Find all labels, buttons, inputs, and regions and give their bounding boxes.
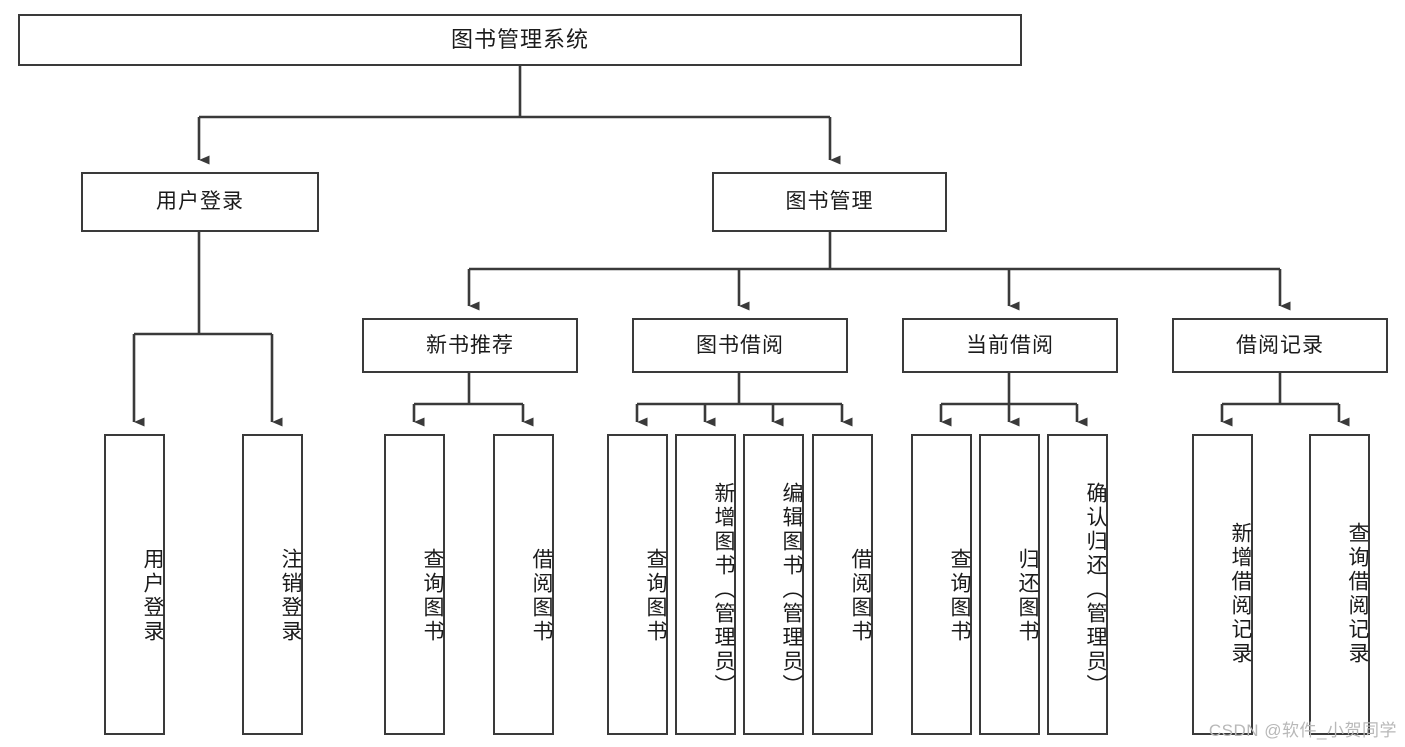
leaf-query-record[interactable]: 查询借阅记录: [1309, 434, 1370, 735]
leaf-query-book-3[interactable]: 查询图书: [911, 434, 972, 735]
leaf-confirm-return-label: 确认归还（管理员）: [1084, 481, 1107, 698]
leaf-add-record-label: 新增借阅记录: [1229, 521, 1252, 666]
leaf-edit-book-label: 编辑图书（管理员）: [780, 481, 803, 698]
leaf-confirm-return[interactable]: 确认归还（管理员）: [1047, 434, 1108, 735]
leaf-return-book-label: 归还图书: [1016, 547, 1039, 644]
leaf-user-login[interactable]: 用户登录: [104, 434, 165, 735]
node-book-manage-label: 图书管理: [785, 190, 874, 214]
leaf-query-book-2[interactable]: 查询图书: [607, 434, 668, 735]
node-borrow-record-label: 借阅记录: [1236, 333, 1324, 357]
leaf-add-book-label: 新增图书（管理员）: [712, 481, 735, 698]
leaf-borrow-book-1[interactable]: 借阅图书: [493, 434, 554, 735]
leaf-query-book-1-label: 查询图书: [421, 547, 444, 644]
node-user-login[interactable]: 用户登录: [81, 172, 319, 232]
node-book-borrow[interactable]: 图书借阅: [632, 318, 848, 373]
node-book-borrow-label: 图书借阅: [696, 333, 784, 357]
leaf-add-record[interactable]: 新增借阅记录: [1192, 434, 1253, 735]
leaf-borrow-book-1-label: 借阅图书: [530, 547, 553, 644]
leaf-logout[interactable]: 注销登录: [242, 434, 303, 735]
leaf-query-book-1[interactable]: 查询图书: [384, 434, 445, 735]
leaf-edit-book[interactable]: 编辑图书（管理员）: [743, 434, 804, 735]
watermark: CSDN @软件_小贺同学: [1208, 721, 1397, 740]
leaf-add-book[interactable]: 新增图书（管理员）: [675, 434, 736, 735]
leaf-user-login-label: 用户登录: [141, 547, 164, 644]
leaf-borrow-book-2[interactable]: 借阅图书: [812, 434, 873, 735]
node-root[interactable]: 图书管理系统: [18, 14, 1022, 66]
leaf-query-book-3-label: 查询图书: [948, 547, 971, 644]
node-book-manage[interactable]: 图书管理: [712, 172, 947, 232]
node-root-label: 图书管理系统: [450, 26, 589, 52]
leaf-query-book-2-label: 查询图书: [644, 547, 667, 644]
leaf-borrow-book-2-label: 借阅图书: [849, 547, 872, 644]
leaf-logout-label: 注销登录: [279, 547, 302, 644]
node-current-borrow[interactable]: 当前借阅: [902, 318, 1118, 373]
leaf-return-book[interactable]: 归还图书: [979, 434, 1040, 735]
node-new-book-recommend[interactable]: 新书推荐: [362, 318, 578, 373]
leaf-query-record-label: 查询借阅记录: [1346, 521, 1369, 666]
node-current-borrow-label: 当前借阅: [966, 333, 1054, 357]
node-new-book-recommend-label: 新书推荐: [426, 333, 514, 357]
node-user-login-label: 用户登录: [156, 190, 244, 214]
node-borrow-record[interactable]: 借阅记录: [1172, 318, 1388, 373]
